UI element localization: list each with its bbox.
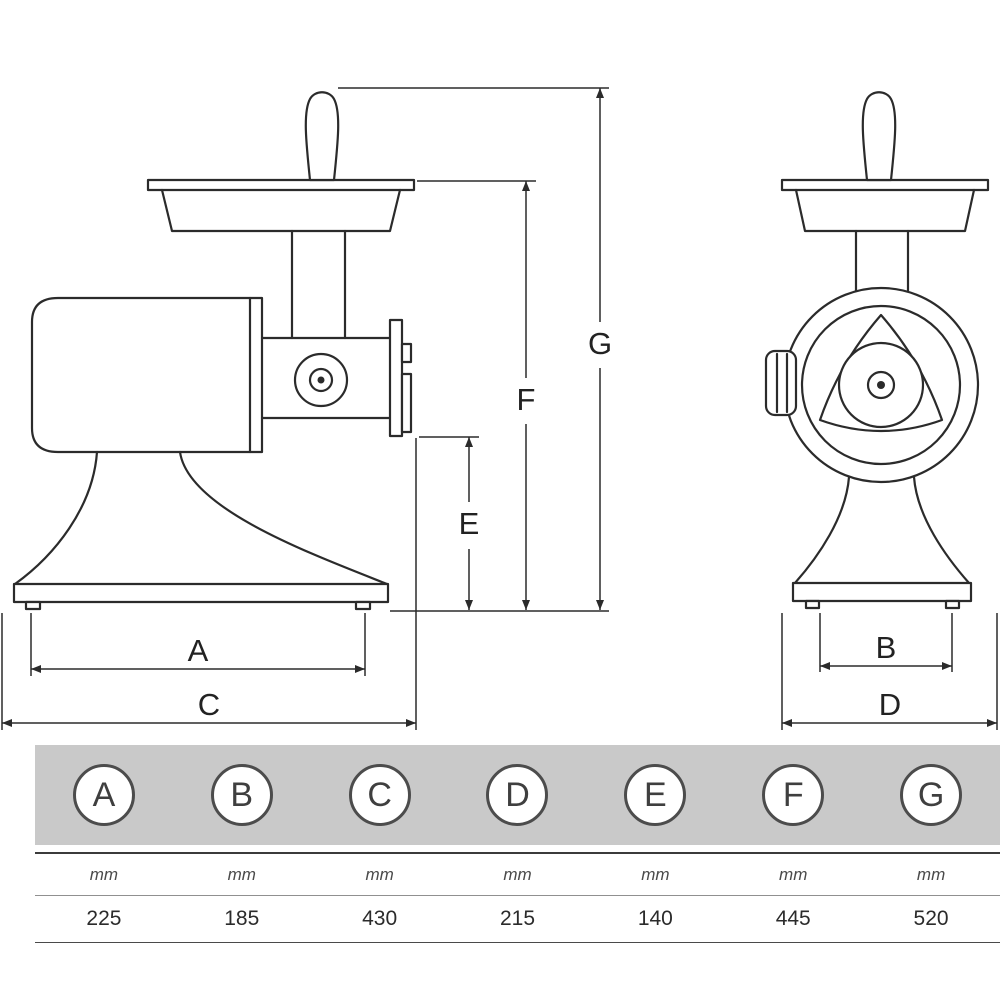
unit-cell-c: mm [365,864,394,884]
dimension-badge-a: A [72,764,135,826]
badge-letter: G [917,775,945,814]
dim-label-c: C [198,687,220,722]
badge-letter: E [644,775,667,814]
foot-left [24,600,42,611]
dimension-f: F [417,180,536,610]
dim-label-g: G [588,326,612,361]
base-plate [12,582,390,604]
feed-neck [290,229,347,340]
outlet-nub-top [400,342,413,364]
dimension-a: A [30,613,366,676]
value-cell-g: 520 [913,907,949,930]
feed-neck [854,229,910,294]
pusher-handle [304,91,340,182]
meat-grinder-technical-drawing: A C E [1,87,998,730]
value-cell-c: 430 [362,907,398,930]
dim-label-a: A [188,633,209,668]
motor-housing [30,296,264,454]
head-boss-center [317,376,325,384]
unit-cell-a: mm [89,864,119,884]
dim-label-f: F [517,382,536,417]
head-boss-inner [308,367,334,393]
value-cell-e: 140 [637,907,673,930]
base-plate [791,581,973,603]
dimension-badge-g: G [900,764,963,826]
unit-cell-b: mm [227,864,256,884]
unit-cell-f: mm [779,864,808,884]
badge-letter: A [92,775,116,814]
dimension-spec-table: A B C D E F G mm mm mm mm mm mm mm 225 1… [35,745,1000,943]
ring-nut [388,318,404,438]
dimension-badge-b: B [210,764,273,826]
value-cell-d: 215 [499,907,536,930]
units-row: mm mm mm mm mm mm mm [35,854,1000,896]
dimension-c: C [1,438,417,730]
value-cell-b: 185 [224,907,260,930]
unit-cell-e: mm [641,864,670,884]
unit-cell-g: mm [916,864,946,884]
base-trumpet-right [912,475,971,585]
badge-letter: D [505,775,530,814]
badge-letter: B [230,775,254,814]
value-cell-f: 445 [775,907,811,930]
dim-label-b: B [876,630,897,665]
values-row: 225 185 430 215 140 445 520 [35,896,1000,943]
tray-rim [780,178,990,192]
dimension-d: D [781,613,998,730]
foot-right [354,600,372,611]
spec-rows: mm mm mm mm mm mm mm 225 185 430 215 140… [35,852,1000,943]
outlet-spout [400,372,413,434]
tray-rim [146,178,416,192]
front-view [764,91,990,610]
base-trumpet-left [793,475,851,585]
plate-hub-center [877,381,885,389]
thumbscrew-ribs [775,352,789,414]
dimension-badge-d: D [486,764,549,826]
dimension-badge-e: E [624,764,687,826]
dimension-badge-f: F [762,764,825,826]
tray-body [160,188,402,233]
badge-letter: F [782,775,804,814]
badge-letter: C [367,775,392,814]
value-cell-a: 225 [86,907,122,930]
side-view [12,91,416,611]
dimension-badge-c: C [348,764,411,826]
dimension-e: E [419,436,480,610]
base-trumpet-left [13,450,99,586]
pusher-handle [861,91,897,182]
tray-body [794,188,976,233]
dimension-b: B [819,613,953,672]
thumbscrew-knob [764,349,798,417]
foot-left [804,599,821,610]
unit-cell-d: mm [503,864,532,884]
perforated-plate [837,341,925,429]
base-trumpet-right [178,450,389,586]
foot-right [944,599,961,610]
grinder-head [260,336,394,420]
dimension-lines: A C E [1,87,998,730]
dim-label-e: E [459,506,480,541]
grinder-face-inner [800,304,962,466]
spec-header-band: A B C D E F G [35,745,1000,845]
dim-label-d: D [879,687,901,722]
dimension-g: G [338,87,612,610]
